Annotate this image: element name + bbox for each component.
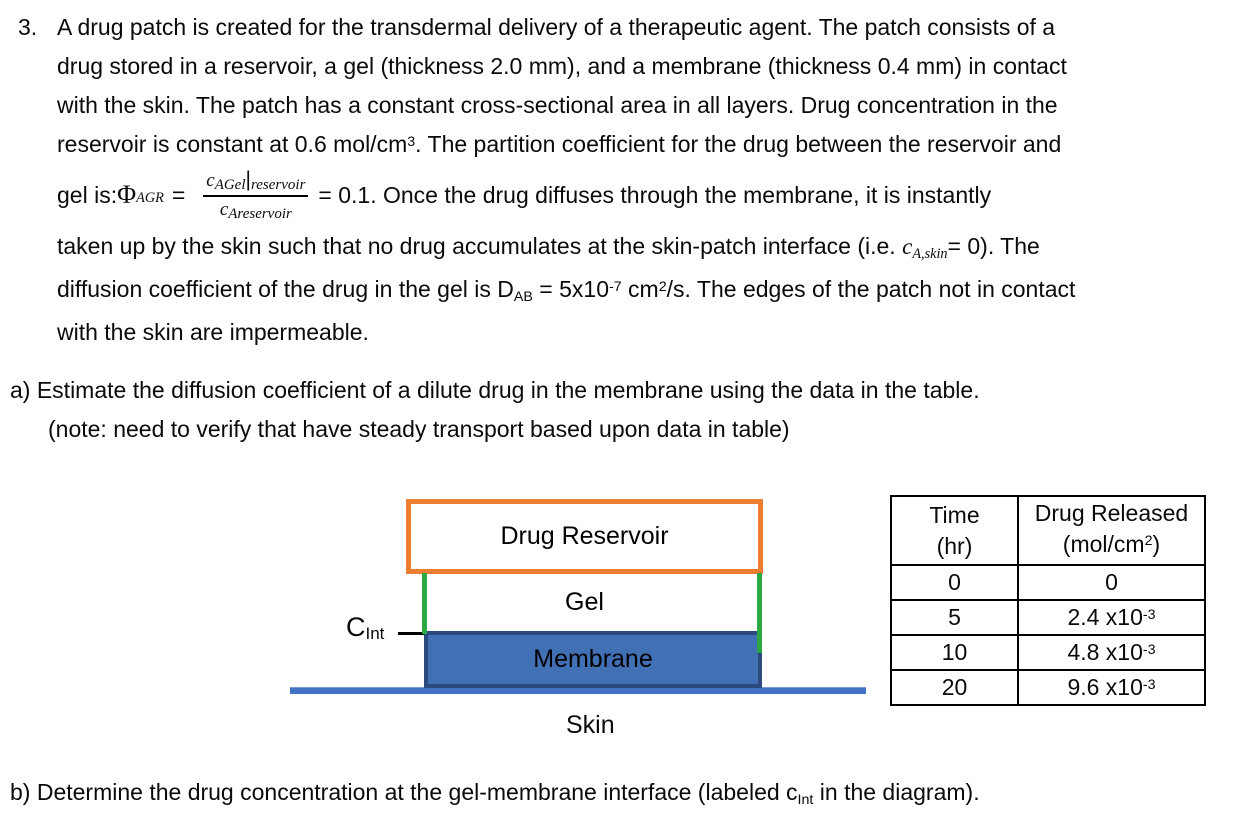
cint-label: CInt — [346, 612, 385, 644]
part-a-note: (note: need to verify that have steady t… — [48, 416, 790, 442]
problem-line: diffusion coefficient of the drug in the… — [57, 276, 1076, 305]
drug-released-cell: 0 — [1017, 564, 1206, 601]
membrane-box: Membrane — [424, 631, 762, 688]
evaluated-at-bar: | — [245, 167, 251, 191]
drug-reservoir-label: Drug Reservoir — [500, 522, 669, 550]
gel-left-edge — [422, 573, 427, 634]
part-b-question: b) Determine the drug concentration at t… — [10, 779, 980, 808]
problem-statement-top: A drug patch is created for the transder… — [57, 8, 1067, 168]
drug-released-cell: 9.6 x10-3 — [1017, 669, 1206, 706]
fraction-denominator: cAreservoir — [219, 198, 292, 222]
problem-line: reservoir is constant at 0.6 mol/cm3. Th… — [57, 131, 1062, 157]
drug-released-cell: 4.8 x10-3 — [1017, 634, 1206, 671]
table-row: 10 4.8 x10-3 — [890, 634, 1206, 671]
time-column-header: Time(hr) — [890, 495, 1019, 566]
time-cell: 10 — [890, 634, 1019, 671]
drug-release-table: Time(hr) Drug Released(mol/cm2) 0 0 5 2.… — [890, 495, 1206, 706]
table-row: 20 9.6 x10-3 — [890, 669, 1206, 706]
fraction-numerator: cAGel|reservoir — [203, 167, 309, 197]
gel-right-edge — [757, 573, 762, 653]
skin-surface-line — [290, 687, 866, 694]
part-a-line: a) Estimate the diffusion coefficient of… — [10, 377, 980, 403]
table-row: 5 2.4 x10-3 — [890, 599, 1206, 636]
phi-symbol: Φ — [117, 180, 137, 209]
gel-label: Gel — [565, 588, 604, 616]
problem-number: 3. — [18, 14, 38, 40]
table-header-row: Time(hr) Drug Released(mol/cm2) — [890, 495, 1206, 566]
time-cell: 5 — [890, 599, 1019, 636]
superscript: 3 — [407, 133, 416, 150]
drug-reservoir-box: Drug Reservoir — [406, 499, 763, 574]
problem-line: with the skin. The patch has a constant … — [57, 92, 1058, 118]
problem-line: drug stored in a reservoir, a gel (thick… — [57, 53, 1067, 79]
problem-line: with the skin are impermeable. — [57, 319, 369, 345]
fraction: cAGel|reservoir cAreservoir — [203, 167, 309, 222]
gel-layer: Gel — [411, 574, 758, 631]
problem-line: A drug patch is created for the transder… — [57, 14, 1056, 40]
problem-statement-bottom: taken up by the skin such that no drug a… — [57, 227, 1075, 352]
time-cell: 20 — [890, 669, 1019, 706]
drug-released-column-header: Drug Released(mol/cm2) — [1017, 495, 1206, 566]
skin-label: Skin — [566, 711, 615, 739]
membrane-label: Membrane — [533, 645, 653, 673]
table-row: 0 0 — [890, 564, 1206, 601]
problem-line: taken up by the skin such that no drug a… — [57, 233, 1040, 262]
time-cell: 0 — [890, 564, 1019, 601]
cint-leader-line — [398, 632, 438, 635]
part-a-question: a) Estimate the diffusion coefficient of… — [10, 371, 980, 449]
drug-released-cell: 2.4 x10-3 — [1017, 599, 1206, 636]
